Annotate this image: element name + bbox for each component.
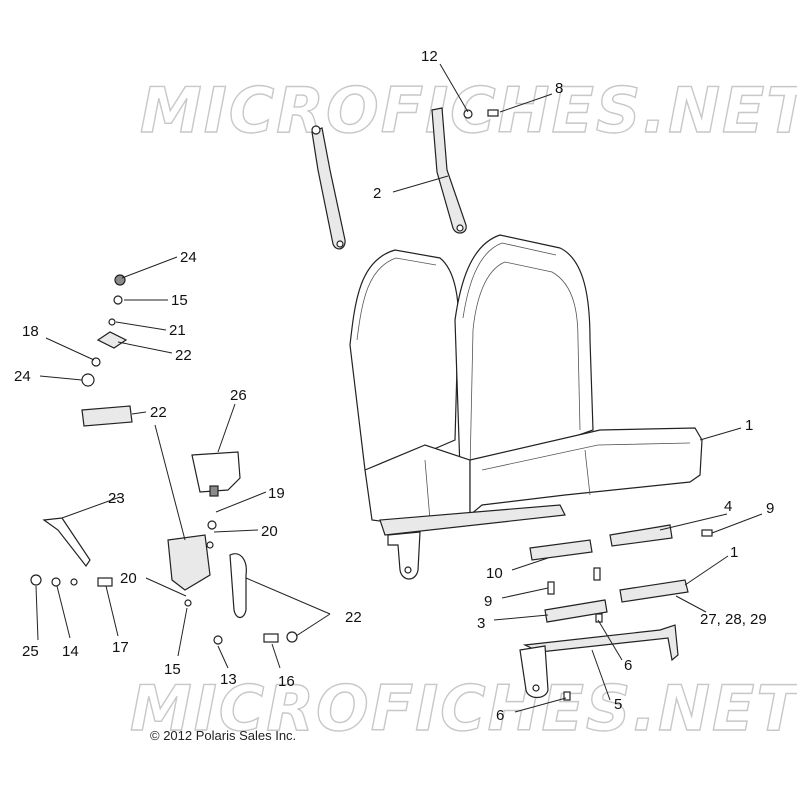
callout-25: 25 [22,643,39,660]
callout-15-bottom: 15 [164,661,181,678]
slider-brackets [519,524,713,701]
callout-5: 5 [614,696,622,713]
callout-20-right: 20 [261,523,278,540]
callout-20-left: 20 [120,570,137,587]
callout-10: 10 [486,565,503,582]
callout-18: 18 [22,323,39,340]
callout-22-bottom: 22 [345,609,362,626]
seatbelt-hardware [30,274,298,645]
callout-13: 13 [220,671,237,688]
callout-6-lower: 6 [496,707,504,724]
head-bracket-arms [311,107,499,250]
callout-21: 21 [169,322,186,339]
seat-assembly [349,234,703,580]
callout-8: 8 [555,80,563,97]
callout-9-right: 9 [766,500,774,517]
callout-3: 3 [477,615,485,632]
callout-27-28-29: 27, 28, 29 [700,611,767,628]
callout-17: 17 [112,639,129,656]
copyright-notice: © 2012 Polaris Sales Inc. [150,728,296,743]
watermark-bottom: MICROFICHES.NET [130,672,797,745]
callout-12: 12 [421,48,438,65]
callout-2: 2 [373,185,381,202]
callout-16: 16 [278,673,295,690]
callout-labels: 12 8 2 1 4 9 1 10 9 3 6 5 6 27, 28, 29 2… [14,48,774,724]
callout-4: 4 [724,498,732,515]
callout-26: 26 [230,387,247,404]
callout-1-bracket: 1 [730,544,738,561]
callout-24-top: 24 [180,249,197,266]
callout-19: 19 [268,485,285,502]
callout-23: 23 [108,490,125,507]
callout-22-mid: 22 [150,404,167,421]
callout-22-top: 22 [175,347,192,364]
leader-lines [35,63,763,713]
callout-24-left: 24 [14,368,31,385]
callout-6-upper: 6 [624,657,632,674]
callout-14: 14 [62,643,79,660]
callout-9-left: 9 [484,593,492,610]
callout-15-top: 15 [171,292,188,309]
callout-1-seat: 1 [745,417,753,434]
